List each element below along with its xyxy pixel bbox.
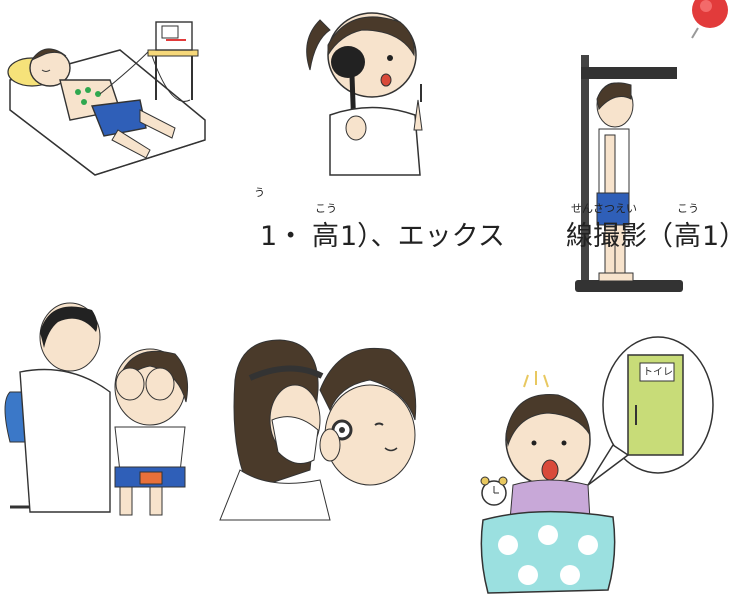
toilet-sign-text: トイレ: [643, 367, 673, 378]
pin-icon: [691, 0, 728, 39]
height-measurement-illustration: [575, 55, 683, 292]
ecg-exam-illustration: [7, 21, 206, 176]
ruby-high-1: こう: [315, 202, 337, 215]
caption-kanji-xray: 線撮影: [566, 221, 647, 252]
ruby-xray: せんさつえい: [571, 202, 637, 215]
caption-text-4: 1）: [702, 221, 746, 252]
caption-text-3: （: [646, 221, 673, 252]
ruby-high-2: こう: [677, 202, 699, 215]
caption-text-2: 1）、エックス: [340, 221, 505, 252]
eye-test-girl-illustration: [306, 12, 423, 176]
ear-exam-illustration: [219, 339, 417, 521]
toilet-dream-illustration: [480, 336, 714, 594]
exam-caption: う 1・ こう 高 1）、エックス せんさつえい 線撮影 （ こう 高 1）: [254, 186, 746, 256]
caption-text-1: 1・: [260, 221, 305, 252]
doctor-eye-exam-illustration: [4, 302, 189, 516]
caption-pre-ruby: う: [254, 186, 265, 199]
caption-kanji-high-2: 高: [674, 221, 701, 252]
caption-kanji-high-1: 高: [312, 221, 339, 252]
